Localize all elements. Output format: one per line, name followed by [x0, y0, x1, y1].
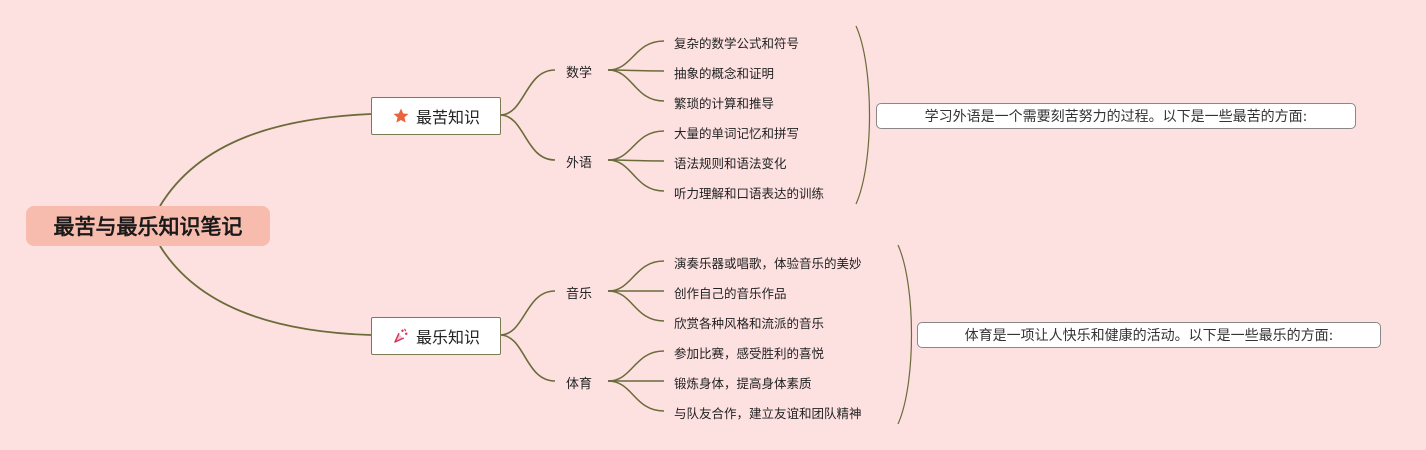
leaf-item[interactable]: 创作自己的音乐作品 [674, 286, 787, 301]
subtopic-math[interactable]: 数学 [566, 62, 592, 81]
connector-branch-subtopic [499, 69, 556, 116]
connector-subtopic-leaf [607, 69, 665, 102]
summary-callout-happiest[interactable]: 体育是一项让人快乐和健康的活动。以下是一些最乐的方面: [917, 322, 1381, 348]
branch-label: 最乐知识 [415, 328, 480, 347]
subtopic-foreign-language[interactable]: 外语 [566, 152, 592, 171]
summary-bracket [855, 25, 871, 205]
branch-hardest-knowledge[interactable]: 最苦知识 [371, 97, 501, 135]
summary-callout-hardest[interactable]: 学习外语是一个需要刻苦努力的过程。以下是一些最苦的方面: [876, 103, 1356, 129]
leaf-item[interactable]: 参加比赛，感受胜利的喜悦 [674, 346, 825, 361]
leaf-item[interactable]: 大量的单词记忆和拼写 [674, 126, 800, 141]
star-icon [392, 107, 410, 125]
party-popper-icon [392, 327, 410, 345]
leaf-item[interactable]: 欣赏各种风格和流派的音乐 [674, 316, 825, 331]
leaf-item[interactable]: 锻炼身体，提高身体素质 [674, 376, 812, 391]
leaf-item[interactable]: 演奏乐器或唱歌，体验音乐的美妙 [674, 256, 862, 271]
connector-branch-subtopic [499, 334, 556, 382]
connector-subtopic-leaf [607, 380, 665, 412]
root-topic[interactable]: 最苦与最乐知识笔记 [26, 206, 270, 246]
summary-text: 体育是一项让人快乐和健康的活动。以下是一些最乐的方面: [964, 328, 1334, 344]
subtopic-label: 外语 [566, 156, 593, 171]
connector-branch-subtopic [499, 114, 556, 161]
subtopic-label: 数学 [566, 66, 593, 81]
leaf-item[interactable]: 抽象的概念和证明 [674, 66, 775, 81]
subtopic-label: 体育 [566, 377, 593, 392]
connector-subtopic-leaf [607, 159, 665, 192]
leaf-item[interactable]: 与队友合作，建立友谊和团队精神 [674, 406, 862, 421]
connector-root-branch [159, 245, 372, 336]
leaf-item[interactable]: 听力理解和口语表达的训练 [674, 186, 825, 201]
connector-branch-subtopic [499, 290, 556, 336]
connector-root-branch [159, 113, 372, 207]
subtopic-label: 音乐 [566, 287, 593, 302]
connector-subtopic-leaf [607, 260, 665, 292]
summary-text: 学习外语是一个需要刻苦努力的过程。以下是一些最苦的方面: [924, 109, 1308, 125]
branch-label: 最苦知识 [415, 108, 480, 127]
leaf-item[interactable]: 语法规则和语法变化 [674, 156, 787, 171]
connector-subtopic-leaf [607, 130, 665, 161]
leaf-item[interactable]: 复杂的数学公式和符号 [674, 36, 800, 51]
root-topic-label: 最苦与最乐知识笔记 [53, 215, 243, 239]
leaf-item[interactable]: 繁琐的计算和推导 [674, 96, 775, 111]
connector-subtopic-leaf [607, 290, 665, 322]
subtopic-sports[interactable]: 体育 [566, 373, 592, 392]
subtopic-music[interactable]: 音乐 [566, 283, 592, 302]
connector-subtopic-leaf [607, 40, 665, 71]
connector-subtopic-leaf [607, 350, 665, 382]
branch-happiest-knowledge[interactable]: 最乐知识 [371, 317, 501, 355]
summary-bracket [897, 244, 913, 425]
